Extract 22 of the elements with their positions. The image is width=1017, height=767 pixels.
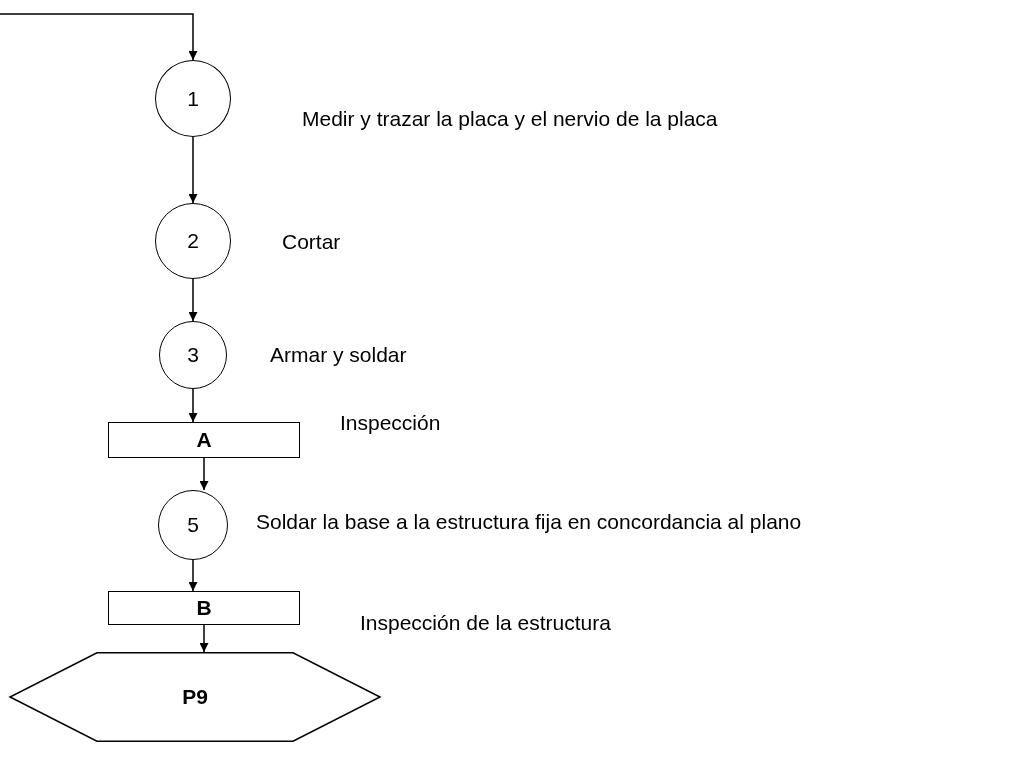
node-label: A xyxy=(196,428,212,452)
step-description: Armar y soldar xyxy=(270,343,407,367)
arrow xyxy=(188,388,198,423)
arrow xyxy=(199,457,209,491)
arrow xyxy=(188,559,198,592)
step-description: Inspección de la estructura xyxy=(360,611,611,635)
step-description: Inspección xyxy=(340,411,441,435)
node-label: P9 xyxy=(182,685,208,709)
arrow xyxy=(199,624,209,653)
step-description: Soldar la base a la estructura fija en concordancia al plano xyxy=(256,510,802,534)
arrow xyxy=(188,278,198,322)
arrow xyxy=(188,136,198,204)
node-label: 1 xyxy=(187,86,199,111)
arrow xyxy=(0,13,198,61)
node-label: B xyxy=(196,596,212,620)
node-label: 3 xyxy=(187,343,199,367)
node-label: 2 xyxy=(187,229,199,253)
step-description: Cortar xyxy=(282,230,341,254)
inspection-box xyxy=(108,422,300,458)
step-description: Medir y trazar la placa y el nervio de la placa xyxy=(302,107,718,131)
inspection-box xyxy=(108,591,300,625)
node-label: 5 xyxy=(187,513,199,537)
